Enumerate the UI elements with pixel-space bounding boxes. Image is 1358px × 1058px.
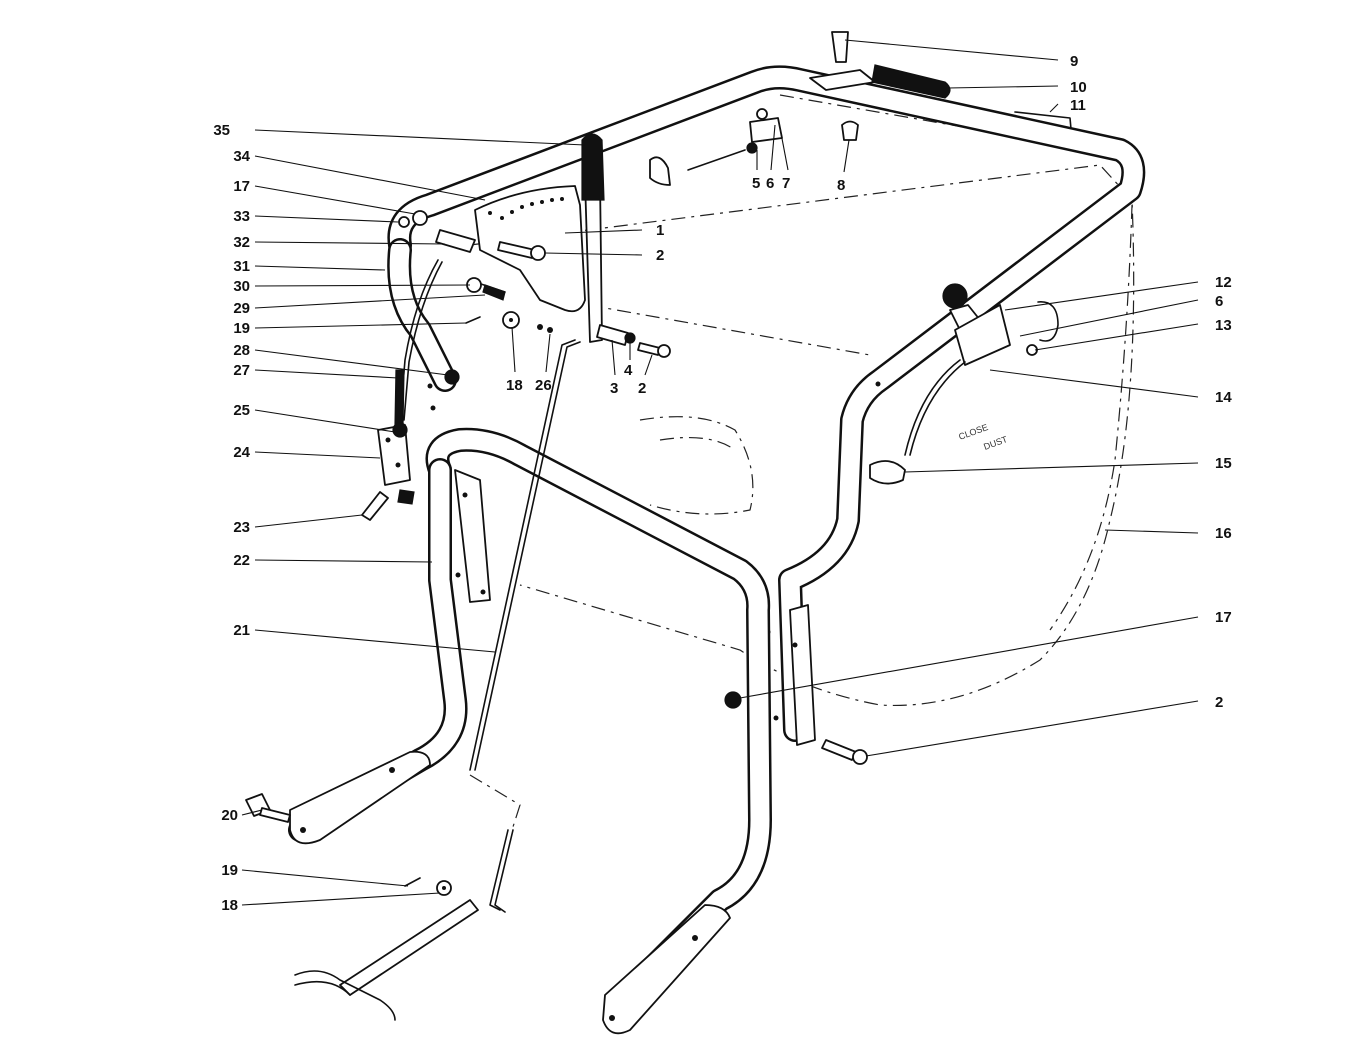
callout-30: 30 xyxy=(233,278,250,295)
callout-5: 5 xyxy=(752,175,760,192)
callout-17-upper: 17 xyxy=(233,178,250,195)
callout-10: 10 xyxy=(1070,79,1087,96)
callout-2-upper: 2 xyxy=(656,247,664,264)
callout-24: 24 xyxy=(233,444,250,461)
bag-marking-close: CLOSE xyxy=(957,422,989,442)
callout-12: 12 xyxy=(1215,274,1232,291)
callout-26: 26 xyxy=(535,377,552,394)
right-mount-hardware xyxy=(724,691,868,765)
callout-29: 29 xyxy=(233,300,250,317)
callout-4: 4 xyxy=(624,362,633,379)
callout-2-middle: 2 xyxy=(638,380,646,397)
callout-35: 35 xyxy=(213,122,230,139)
lower-linkage xyxy=(294,877,479,1021)
right-side-control xyxy=(869,283,1059,485)
shift-lever-assembly xyxy=(435,133,605,343)
top-grip xyxy=(809,31,951,99)
control-rod xyxy=(469,339,581,913)
cable-assembly xyxy=(394,210,553,426)
callout-25: 25 xyxy=(233,402,250,419)
callout-3: 3 xyxy=(610,380,618,397)
callout-11: 11 xyxy=(1070,97,1086,114)
callout-23: 23 xyxy=(233,519,250,536)
lower-handle xyxy=(288,427,772,1035)
callout-19-upper: 19 xyxy=(233,320,250,337)
callout-18-upper: 18 xyxy=(506,377,523,394)
callout-7: 7 xyxy=(782,175,790,192)
callout-labels: 9 10 11 35 34 17 33 32 31 30 29 19 28 27… xyxy=(213,53,1232,914)
cable-bracket xyxy=(361,383,436,521)
callout-2-lower: 2 xyxy=(1215,694,1223,711)
callout-20: 20 xyxy=(221,807,238,824)
upper-handle-frame xyxy=(387,65,1146,746)
handle-bolt xyxy=(245,793,291,823)
callout-22: 22 xyxy=(233,552,250,569)
callout-21: 21 xyxy=(233,622,250,639)
bag-marking-dust: DUST xyxy=(982,434,1009,452)
callout-6-lower: 6 xyxy=(1215,293,1223,310)
callout-27: 27 xyxy=(233,362,250,379)
callout-6-upper: 6 xyxy=(766,175,774,192)
callout-19-lower: 19 xyxy=(221,862,238,879)
callout-17-lower: 17 xyxy=(1215,609,1232,626)
callout-33: 33 xyxy=(233,208,250,225)
callout-16: 16 xyxy=(1215,525,1232,542)
callout-28: 28 xyxy=(233,342,250,359)
callout-31: 31 xyxy=(233,258,250,275)
callout-18-lower: 18 xyxy=(221,897,238,914)
callout-1: 1 xyxy=(656,222,664,239)
callout-14: 14 xyxy=(1215,389,1232,406)
callout-15: 15 xyxy=(1215,455,1232,472)
callout-9: 9 xyxy=(1070,53,1078,70)
spacer-and-bolt xyxy=(596,324,671,358)
callout-8: 8 xyxy=(837,177,845,194)
callout-leaders xyxy=(241,39,1199,906)
callout-34: 34 xyxy=(233,148,250,165)
callout-13: 13 xyxy=(1215,317,1232,334)
callout-32: 32 xyxy=(233,234,250,251)
